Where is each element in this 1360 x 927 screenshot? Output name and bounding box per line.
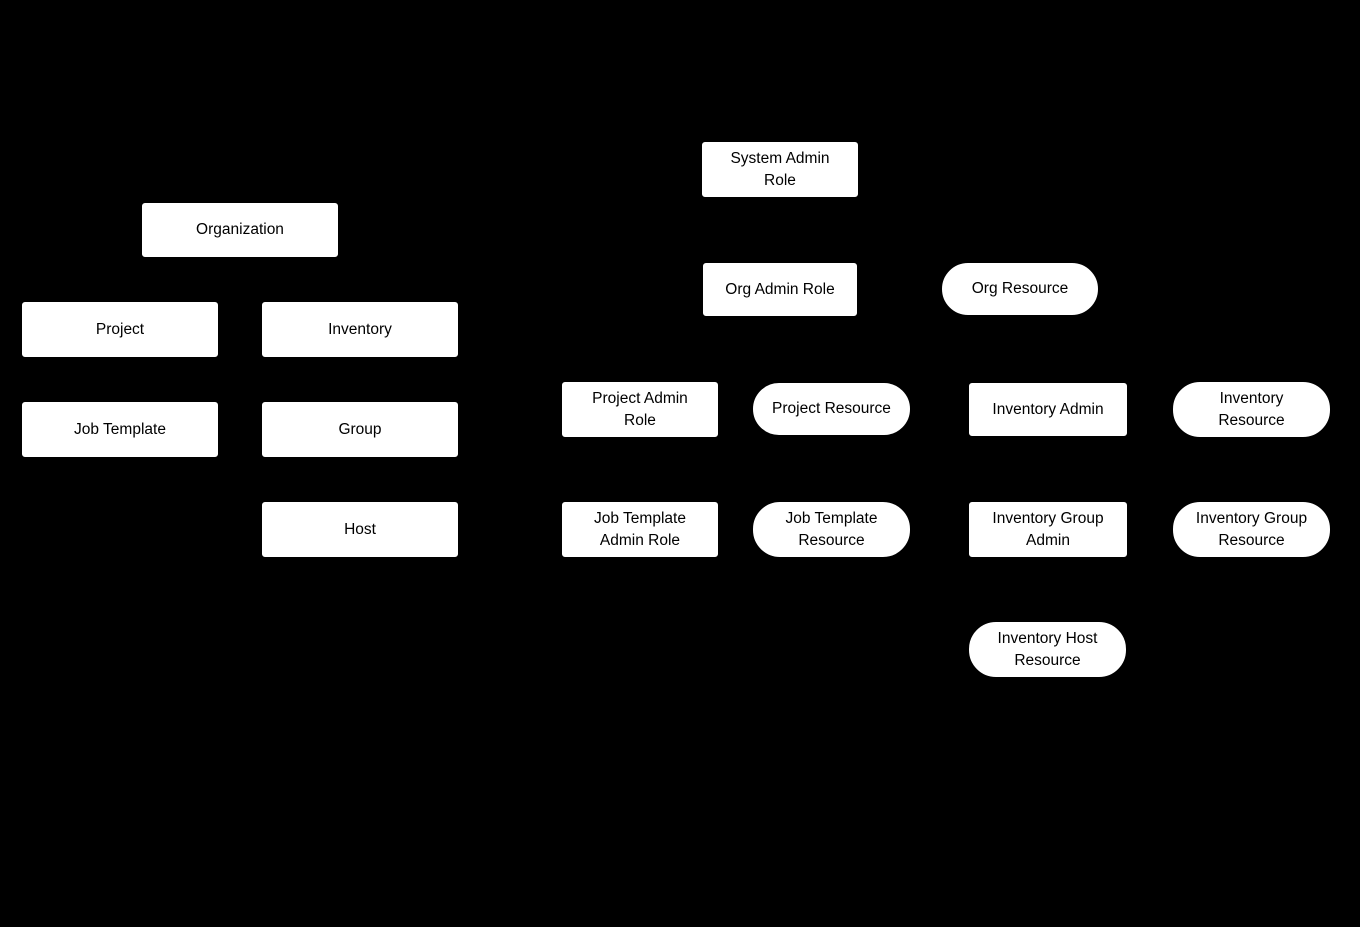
- node-inventory-resource: Inventory Resource: [1172, 381, 1331, 438]
- node-org-resource: Org Resource: [941, 262, 1099, 316]
- node-host: Host: [261, 501, 459, 558]
- node-system-admin-role: System Admin Role: [701, 141, 859, 198]
- node-org-admin-role: Org Admin Role: [702, 262, 858, 317]
- node-inventory-group-resource: Inventory Group Resource: [1172, 501, 1331, 558]
- node-job-template-resource: Job Template Resource: [752, 501, 911, 558]
- node-inventory-host-resource: Inventory Host Resource: [968, 621, 1127, 678]
- node-inventory-admin: Inventory Admin: [968, 382, 1128, 437]
- node-inventory: Inventory: [261, 301, 459, 358]
- node-group: Group: [261, 401, 459, 458]
- node-project-resource: Project Resource: [752, 382, 911, 436]
- node-project: Project: [21, 301, 219, 358]
- node-organization: Organization: [141, 202, 339, 258]
- node-project-admin-role: Project Admin Role: [561, 381, 719, 438]
- node-inventory-group-admin: Inventory Group Admin: [968, 501, 1128, 558]
- node-job-template: Job Template: [21, 401, 219, 458]
- node-job-template-admin-role: Job Template Admin Role: [561, 501, 719, 558]
